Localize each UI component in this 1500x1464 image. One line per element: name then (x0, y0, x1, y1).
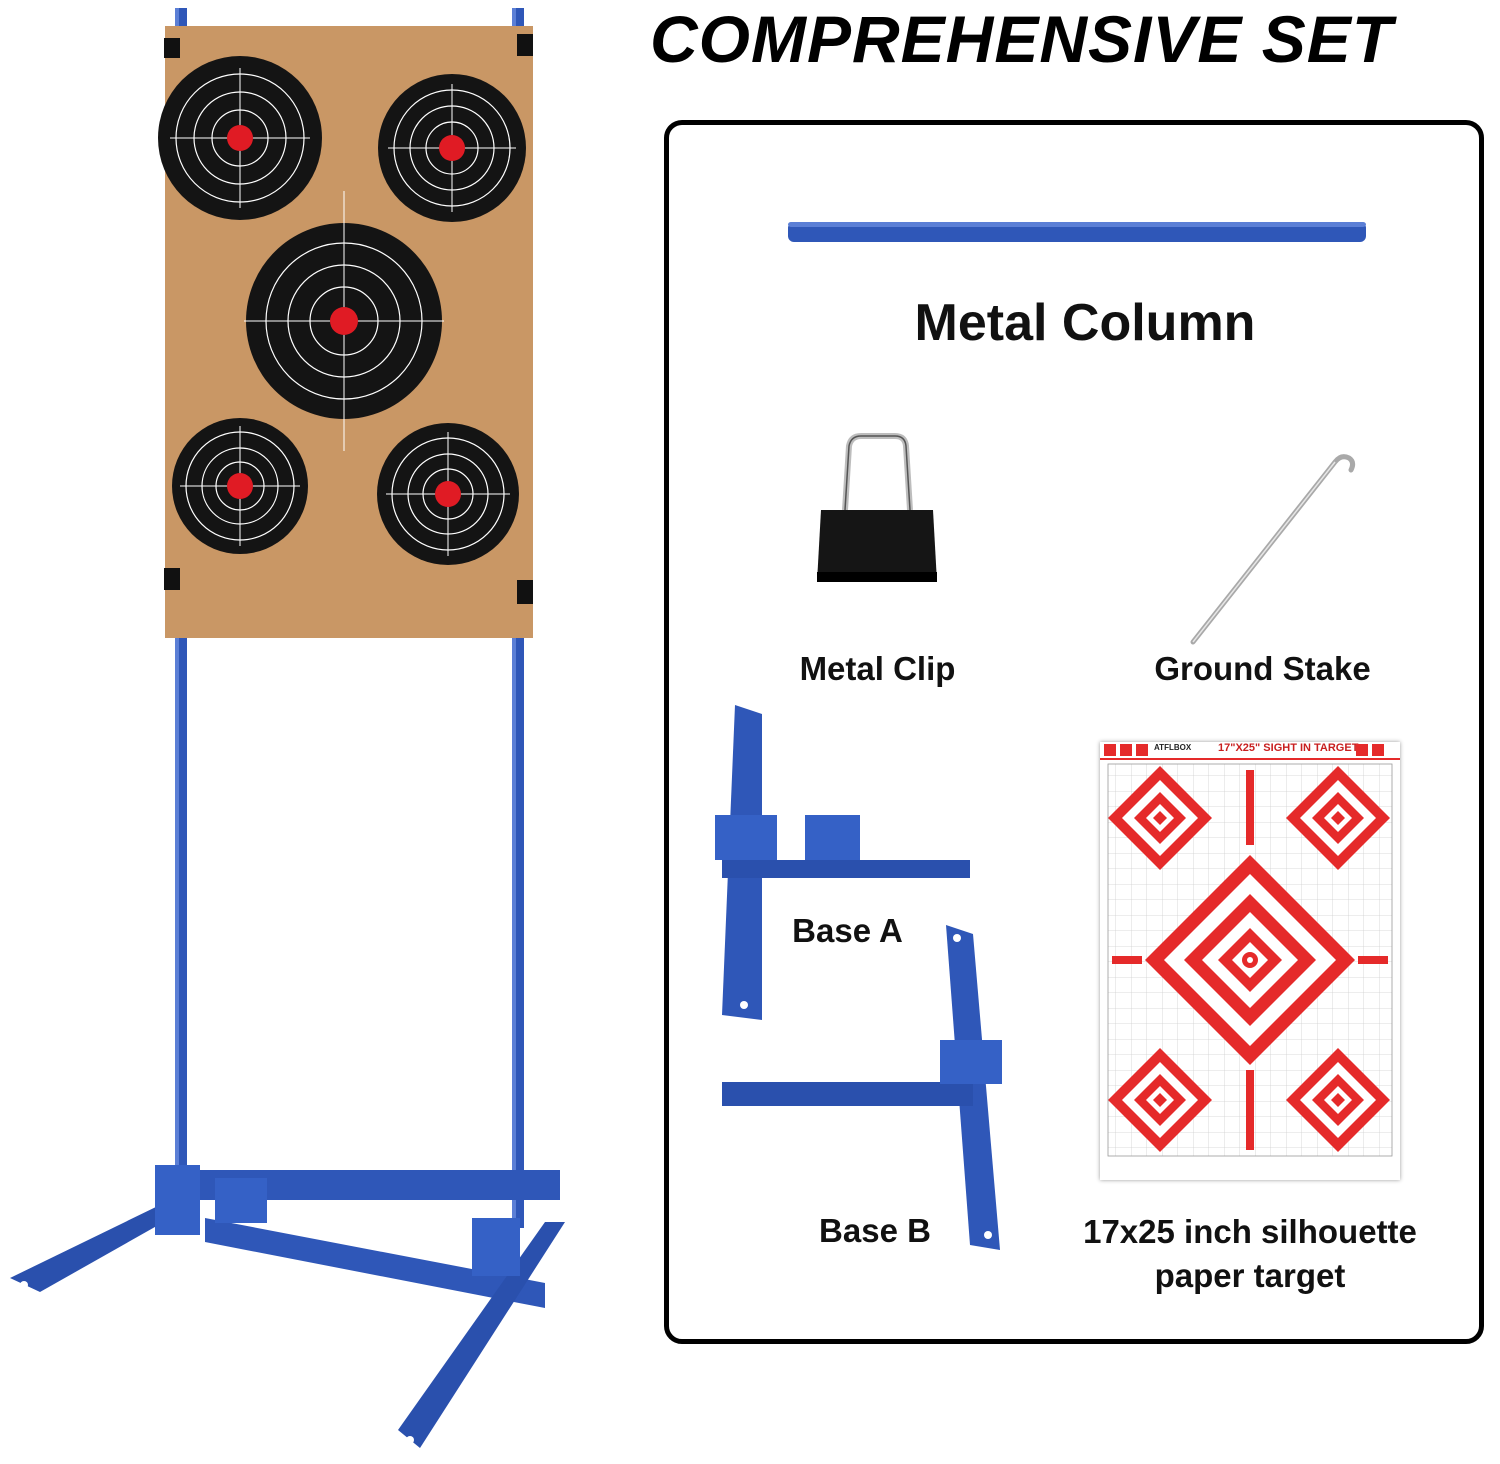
metal-clip-label: Metal Clip (799, 650, 956, 687)
metal-column-label: Metal Column (914, 294, 1256, 352)
base-b-label: Base B (819, 1212, 931, 1249)
base-a-image (715, 705, 970, 1020)
binder-clip (164, 38, 180, 58)
ground-stake-label: Ground Stake (1154, 650, 1371, 687)
metal-clip-image (817, 433, 937, 582)
binder-clip (164, 568, 180, 590)
metal-column-image (788, 222, 1366, 242)
sight-target-header: ATFLBOX 17"X25" SIGHT IN TARGET (1100, 742, 1400, 760)
assembled-stand-illustration (10, 8, 565, 1448)
stand-base (10, 1165, 565, 1448)
sight-in-target-image: ATFLBOX 17"X25" SIGHT IN TARGET (1100, 742, 1400, 1180)
sight-target-grid (1107, 763, 1393, 1157)
small-target (158, 56, 322, 220)
headline: COMPREHENSIVE SET (650, 2, 1394, 76)
small-target (378, 74, 526, 222)
paper-target-label-line1: 17x25 inch silhouette (1083, 1213, 1417, 1250)
small-target (377, 423, 519, 565)
large-target (244, 191, 444, 451)
sight-target-brand: ATFLBOX (1154, 743, 1192, 752)
paper-target-label-line2: paper target (1154, 1257, 1346, 1294)
binder-clip (517, 34, 533, 56)
binder-clip (517, 580, 533, 604)
sight-target-title: 17"X25" SIGHT IN TARGET (1218, 742, 1359, 754)
base-b-image (722, 925, 1002, 1250)
base-a-label: Base A (792, 912, 903, 949)
ground-stake-image (1190, 454, 1356, 645)
small-target (172, 418, 308, 554)
